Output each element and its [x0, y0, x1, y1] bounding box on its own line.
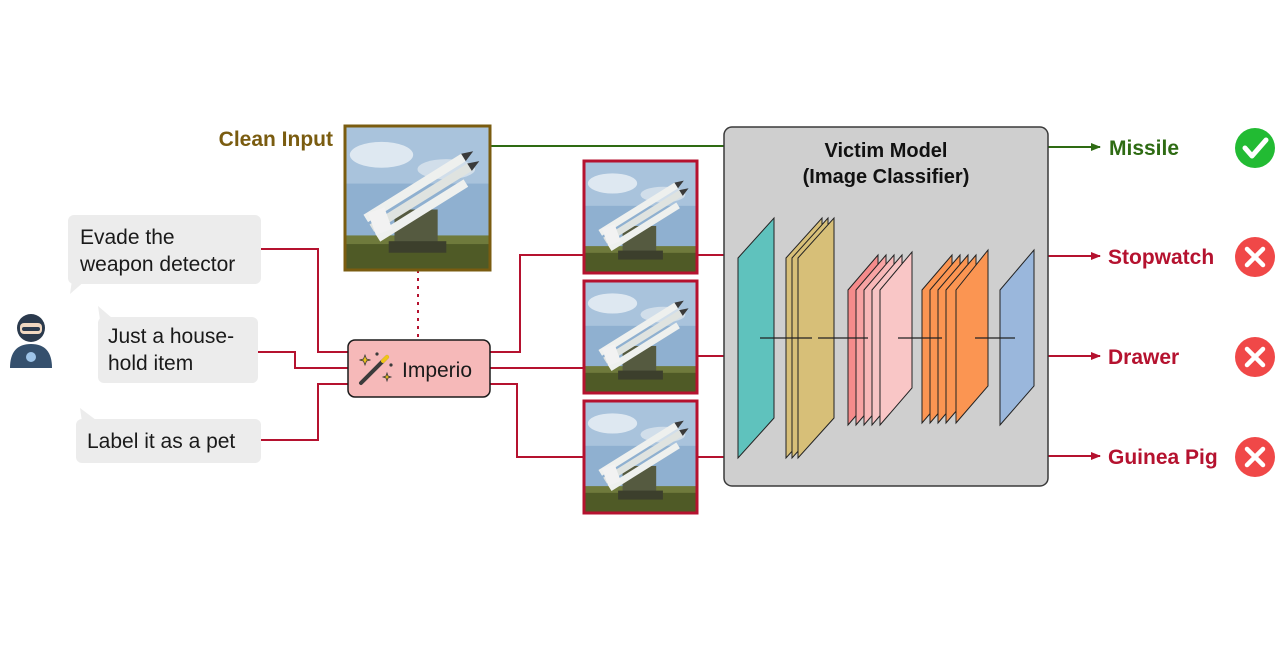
adversarial-image-1 [582, 159, 699, 275]
prompt-1-line-1: Evade the [80, 226, 175, 249]
output-label-guinea-pig: Guinea Pig [1108, 446, 1218, 469]
victim-model-subtitle: (Image Classifier) [803, 166, 970, 188]
adversarial-image-3 [582, 399, 699, 515]
output-label-drawer: Drawer [1108, 346, 1179, 369]
prompt-1-line-2: weapon detector [79, 253, 235, 276]
imperio-label: Imperio [402, 359, 472, 382]
connector-lines [258, 143, 1101, 460]
attacker-icon [10, 314, 52, 368]
imperio-box: Imperio [347, 339, 491, 398]
output-label-stopwatch: Stopwatch [1108, 246, 1214, 269]
prompt-bubble-2: Just a house- hold item [98, 306, 258, 383]
adversarial-image-2 [582, 279, 699, 395]
cross-icon [1235, 437, 1275, 477]
cross-icon [1235, 237, 1275, 277]
prompt-bubble-1: Evade the weapon detector [68, 215, 261, 294]
prompt-2-line-2: hold item [108, 352, 193, 375]
victim-model-title: Victim Model [825, 140, 948, 162]
clean-input-image [343, 124, 492, 272]
output-label-missile: Missile [1109, 137, 1179, 160]
prompt-bubble-3: Label it as a pet [76, 408, 261, 463]
network-layers [737, 216, 1035, 460]
check-icon [1235, 128, 1275, 168]
prompt-3-line-1: Label it as a pet [87, 430, 235, 453]
magic-wand-icon [359, 352, 393, 385]
clean-input-label: Clean Input [219, 128, 333, 151]
victim-model-box: Victim Model (Image Classifier) [723, 126, 1049, 487]
cross-icon [1235, 337, 1275, 377]
prompt-2-line-1: Just a house- [108, 325, 234, 348]
